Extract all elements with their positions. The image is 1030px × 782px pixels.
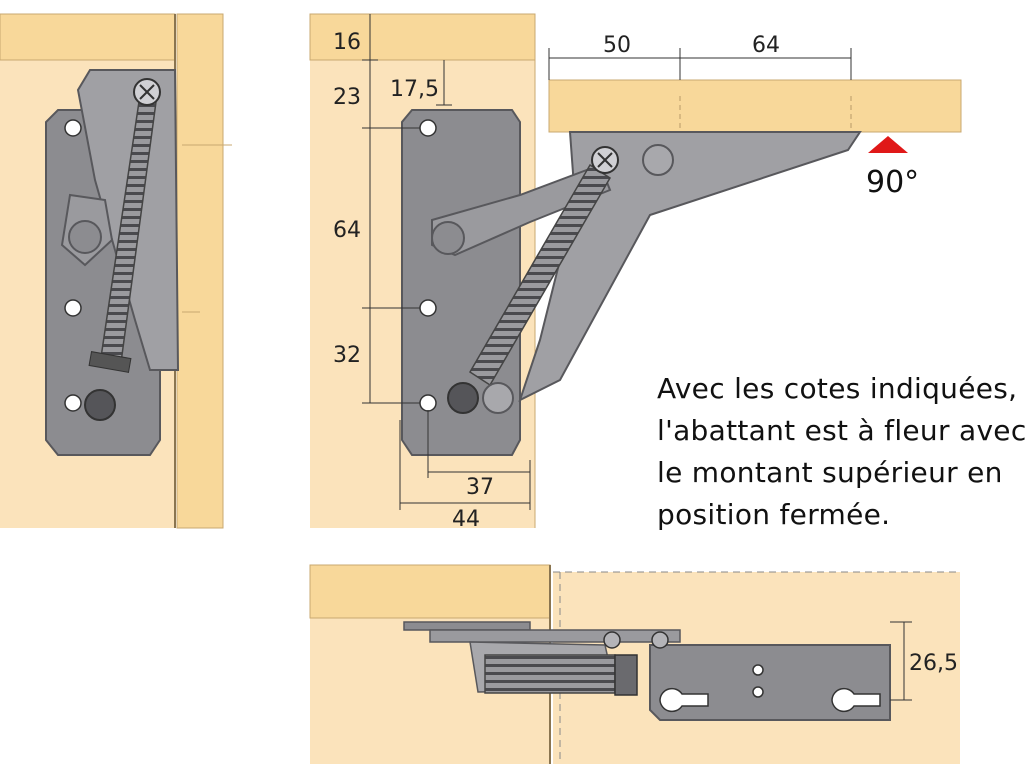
angle-marker-icon [868, 136, 908, 153]
bottom-view: 26,5 [309, 564, 960, 764]
dim-top-offset: 23 [333, 85, 361, 110]
dim-flap-64: 64 [752, 33, 780, 58]
dim-width-37: 37 [466, 475, 494, 500]
left-top-board [0, 13, 176, 61]
dim-hole-spacing-64: 64 [333, 218, 361, 243]
bottom-top-board [309, 564, 551, 619]
center-view: 16 23 17,5 64 32 37 44 50 64 90° [309, 13, 962, 532]
flap-bracket [518, 131, 862, 402]
installation-note: Avec les cotes indiquées, l'abattant est… [657, 368, 1029, 536]
left-pivot-bottom [84, 389, 116, 421]
angle-label: 90° [866, 165, 919, 200]
left-upright-panel [176, 13, 224, 529]
dim-hole-offset: 17,5 [390, 77, 439, 102]
dim-bottom-height: 26,5 [909, 651, 958, 676]
note-line: Avec les cotes indiquées, [657, 372, 1018, 405]
center-top-board [309, 13, 536, 61]
bottom-spring [484, 654, 616, 694]
note-line: le montant supérieur en [657, 456, 1003, 489]
dim-width-44: 44 [452, 507, 480, 532]
bottom-base-plate [649, 644, 891, 721]
center-pivot-bottom [447, 382, 479, 414]
flap-board [548, 79, 962, 133]
note-line: l'abattant est à fleur avec [657, 414, 1027, 447]
dim-hole-spacing-32: 32 [333, 343, 361, 368]
left-view [0, 13, 232, 529]
note-line: position fermée. [657, 498, 891, 531]
dim-board-thickness: 16 [333, 30, 361, 55]
bottom-top-strip [403, 621, 531, 631]
dim-flap-50: 50 [603, 33, 631, 58]
